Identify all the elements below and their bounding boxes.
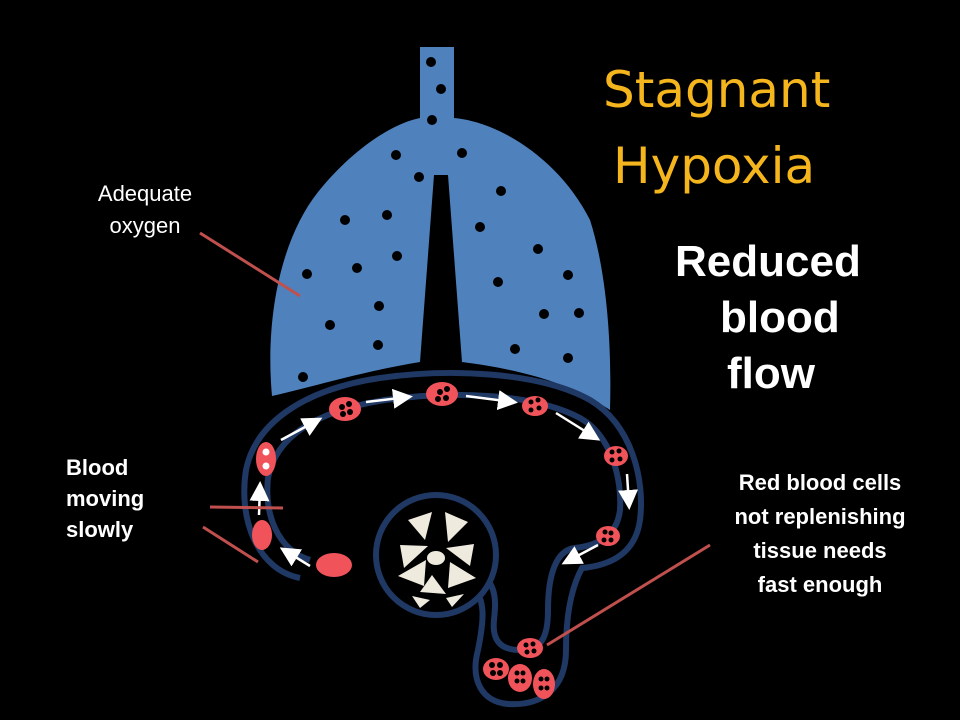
red-cell bbox=[252, 520, 272, 550]
label-rbc-line-4: fast enough bbox=[757, 572, 883, 597]
label-rbc-line-3: tissue needs bbox=[753, 538, 887, 563]
red-cell bbox=[517, 638, 543, 658]
red-cell bbox=[533, 669, 555, 699]
pointer-blood-slowly-2 bbox=[202, 525, 259, 564]
pointer-blood-slowly-1 bbox=[209, 505, 284, 510]
pointer-lines bbox=[199, 231, 711, 647]
subtitle-line-3: flow bbox=[727, 349, 815, 398]
pointer-adequate-oxygen bbox=[199, 231, 301, 298]
label-rbc-note: Red blood cells not replenishing tissue … bbox=[700, 466, 940, 602]
label-blood-line-3: slowly bbox=[66, 517, 134, 542]
red-cell bbox=[604, 446, 628, 466]
label-blood-moving-slowly: Blood moving slowly bbox=[66, 452, 144, 545]
pointer-rbc-note bbox=[546, 543, 711, 647]
red-cell bbox=[596, 526, 620, 546]
subtitle-line-2: blood bbox=[720, 293, 840, 342]
label-rbc-line-2: not replenishing bbox=[734, 504, 906, 529]
red-cell bbox=[508, 664, 532, 692]
flow-arrows bbox=[249, 388, 639, 568]
tissue bbox=[373, 492, 499, 618]
lung-shape bbox=[270, 118, 611, 410]
red-cell bbox=[256, 442, 276, 476]
label-adequate-line-2: oxygen bbox=[109, 213, 181, 238]
red-cell bbox=[316, 553, 352, 577]
red-cell bbox=[522, 396, 548, 416]
tissue-cells bbox=[398, 512, 476, 608]
label-adequate-oxygen: Adequate oxygen bbox=[80, 178, 210, 242]
label-rbc-line-1: Red blood cells bbox=[738, 470, 902, 495]
label-blood-line-2: moving bbox=[66, 486, 145, 511]
red-cell bbox=[329, 397, 361, 421]
label-adequate-line-1: Adequate bbox=[97, 181, 193, 206]
cell-nuclei bbox=[339, 386, 623, 691]
subtitle-line-1: Reduced bbox=[675, 237, 861, 286]
red-cell bbox=[483, 658, 509, 680]
title-line-1: Stagnant bbox=[603, 61, 831, 119]
oxygen-dots bbox=[298, 57, 584, 382]
lungs bbox=[270, 47, 611, 410]
title-line-2: Hypoxia bbox=[613, 137, 816, 195]
label-blood-line-1: Blood bbox=[66, 455, 129, 480]
